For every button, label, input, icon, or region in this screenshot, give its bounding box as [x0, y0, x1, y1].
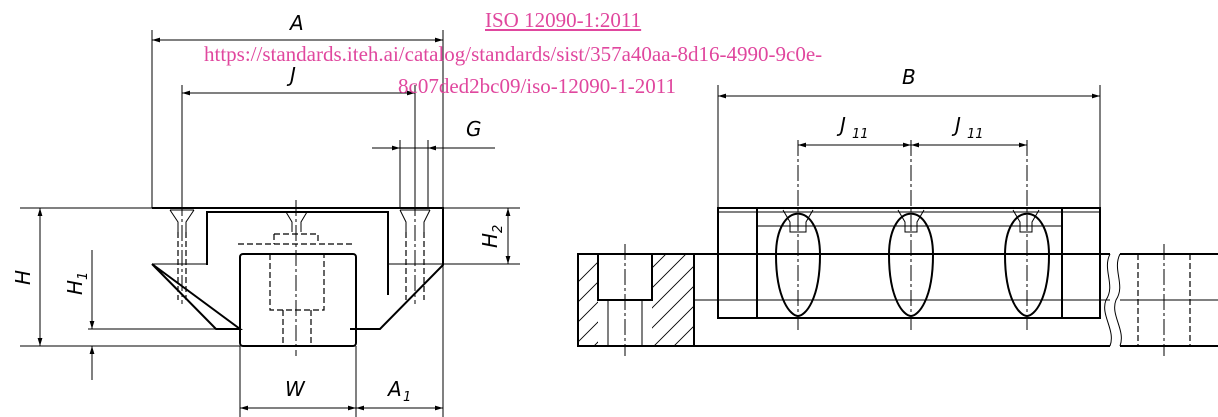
rail-break-left [1104, 253, 1112, 347]
rail-hidden-cap [238, 233, 352, 311]
svg-text:11: 11 [852, 127, 869, 142]
dim-H2: H 2 [478, 225, 506, 248]
svg-text:A: A [386, 377, 402, 401]
lubricator-1 [774, 209, 822, 318]
hole-center [285, 211, 308, 232]
svg-text:J: J [951, 113, 961, 137]
dim-A1: A 1 [386, 377, 411, 405]
dim-G: G [466, 117, 482, 141]
carriage-center-block [206, 211, 389, 295]
lubricator-2 [887, 209, 935, 318]
side-view [577, 140, 1218, 356]
svg-text:1: 1 [403, 390, 411, 405]
watermark-url-line1[interactable]: https://standards.iteh.ai/catalog/standa… [204, 42, 823, 66]
svg-text:H: H [63, 280, 87, 295]
watermark-title[interactable]: ISO 12090-1:2011 [485, 8, 642, 32]
carriage-side [717, 207, 1101, 319]
hole-right [399, 209, 431, 232]
dim-J: J [286, 63, 296, 87]
hole-left [169, 209, 195, 232]
svg-text:J: J [836, 113, 846, 137]
rail-profile [239, 253, 357, 347]
svg-text:2: 2 [491, 225, 506, 233]
carriage-outline [151, 207, 444, 330]
dimensions-side: B J 11 J 11 [717, 65, 1101, 208]
dim-A: A [288, 11, 304, 35]
dim-J11-left: J 11 [836, 113, 869, 142]
dim-H: H [11, 270, 35, 285]
lubricator-3 [1003, 209, 1051, 318]
front-view [20, 200, 444, 356]
dim-H1: H 1 [63, 272, 91, 295]
svg-text:11: 11 [967, 127, 984, 142]
rail-break-right [1114, 253, 1122, 347]
dim-B: B [902, 65, 916, 89]
dim-W: W [285, 377, 306, 401]
watermark-url-line2[interactable]: 8c07ded2bc09/iso-12090-1-2011 [398, 74, 677, 98]
dimensions-front: A J G W A 1 H H 1 H 2 [11, 11, 520, 417]
svg-text:1: 1 [76, 272, 91, 280]
dim-J11-right: J 11 [951, 113, 984, 142]
svg-text:H: H [478, 233, 502, 248]
